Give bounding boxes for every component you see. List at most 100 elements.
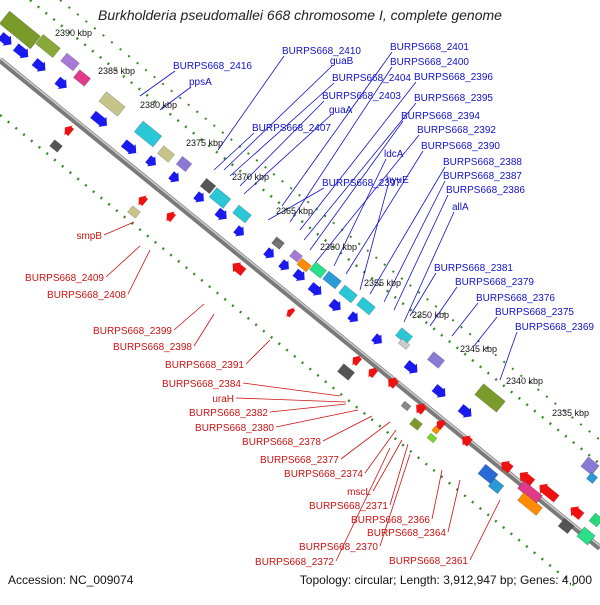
reverse-gene-label: BURPS668_2399 — [93, 326, 172, 337]
forward-feature-box — [133, 120, 163, 148]
reverse-leader-line — [242, 382, 341, 397]
chromosome-backbone — [0, 57, 600, 551]
forward-gene-arrow — [371, 333, 382, 345]
forward-gene-arrow — [307, 282, 322, 296]
reverse-gene-arrow — [368, 367, 378, 379]
forward-gene-arrow — [31, 58, 46, 72]
forward-gene-arrow — [328, 298, 341, 312]
forward-feature-box — [0, 10, 41, 50]
forward-gene-arrow — [347, 311, 358, 323]
forward-gene-label: BURPS668_2381 — [434, 263, 513, 274]
accession-text: Accession: NC_009074 — [8, 573, 134, 587]
reverse-leader-line — [275, 409, 359, 428]
reverse-leader-line — [245, 339, 271, 365]
reverse-gene-label: BURPS668_2391 — [165, 360, 244, 371]
forward-feature-box — [338, 284, 358, 304]
reverse-gene-label: BURPS668_2364 — [367, 528, 446, 539]
forward-gene-label: BURPS668_2375 — [495, 307, 574, 318]
reverse-gene-label: BURPS668_2378 — [242, 437, 321, 448]
forward-gene-label: BURPS668_2388 — [443, 157, 522, 168]
reverse-gene-label: mscL — [347, 487, 371, 498]
forward-gene-label: BURPS668_2386 — [446, 185, 525, 196]
forward-leader-line — [217, 55, 285, 151]
reverse-gene-label: BURPS668_2380 — [195, 423, 274, 434]
label-leaders — [103, 51, 518, 562]
forward-leader-line — [289, 66, 393, 223]
forward-feature-box — [426, 351, 446, 369]
forward-gene-arrow — [278, 259, 289, 271]
kbp-tick-label: 2390 kbp — [55, 28, 92, 38]
forward-feature-box — [585, 471, 599, 485]
forward-leader-line — [359, 184, 389, 291]
forward-gene-label: guaB — [330, 56, 354, 67]
forward-leader-line — [451, 302, 479, 337]
reverse-gene-arrow — [166, 211, 176, 223]
forward-leader-line — [239, 100, 325, 187]
reverse-gene-label: BURPS668_2371 — [309, 501, 388, 512]
forward-leader-line — [393, 194, 449, 311]
reverse-feature-box — [272, 238, 284, 250]
forward-leader-line — [303, 102, 417, 241]
reverse-leader-line — [193, 313, 215, 347]
forward-gene-label: BURPS668_2400 — [390, 57, 469, 68]
reverse-feature-box — [127, 205, 141, 219]
reverse-feature-box — [426, 432, 438, 444]
kbp-tick-label: 2375 kbp — [186, 138, 223, 148]
chromosome-backbone-highlight — [0, 57, 600, 547]
forward-gene-label: BURPS668_2403 — [322, 91, 401, 102]
reverse-gene-label: BURPS668_2398 — [113, 342, 192, 353]
forward-gene-arrow — [457, 404, 472, 418]
gene-labels: BURPS668_2416ppsABURPS668_2410guaBBURPS6… — [25, 42, 594, 568]
forward-gene-label: guaA — [329, 105, 353, 116]
reverse-feature-box — [517, 492, 543, 516]
forward-gene-arrow — [292, 268, 305, 282]
forward-gene-arrow — [54, 76, 67, 90]
reverse-gene-arrow — [286, 307, 296, 318]
forward-gene-arrow — [90, 110, 107, 127]
reverse-feature-box — [487, 477, 505, 495]
forward-gene-label: BURPS668_2394 — [401, 111, 480, 122]
kbp-tick-label: 2370 kbp — [232, 172, 269, 182]
reverse-feature-box — [49, 139, 63, 153]
kbp-tick-label: 2335 kbp — [552, 408, 589, 418]
forward-gene-label: hyuE — [386, 175, 409, 186]
reverse-feature-box — [557, 517, 575, 535]
forward-feature-box — [35, 33, 61, 59]
reverse-leader-line — [105, 245, 141, 278]
forward-leader-line — [333, 158, 387, 267]
reverse-leader-line — [389, 443, 409, 506]
forward-leader-line — [267, 187, 325, 221]
forward-gene-label: ldcA — [384, 149, 404, 160]
forward-feature-box — [308, 261, 328, 279]
reverse-gene-label: BURPS668_2370 — [299, 542, 378, 553]
reverse-gene-arrow — [501, 460, 514, 474]
forward-gene-arrow — [120, 139, 137, 155]
reverse-leader-line — [379, 453, 411, 547]
forward-leader-line — [345, 150, 424, 275]
reverse-gene-arrow — [519, 471, 536, 487]
forward-gene-arrow — [263, 247, 274, 259]
reverse-leader-line — [127, 249, 151, 295]
forward-gene-label: BURPS668_2379 — [455, 277, 534, 288]
forward-feature-box — [72, 69, 92, 87]
kbp-tick-label: 2350 kbp — [412, 310, 449, 320]
reverse-gene-label: BURPS668_2372 — [255, 557, 334, 568]
forward-feature-box — [394, 327, 414, 345]
reverse-gene-arrow — [232, 262, 247, 276]
forward-gene-label: ppsA — [189, 77, 212, 88]
forward-leader-line — [315, 134, 420, 263]
forward-gene-label: BURPS668_2396 — [414, 72, 493, 83]
forward-gene-label: BURPS668_2390 — [421, 141, 500, 152]
forward-gene-arrow — [233, 225, 244, 237]
forward-leader-line — [243, 114, 332, 195]
kbp-tick-label: 2380 kbp — [140, 100, 177, 110]
forward-leader-line — [309, 120, 404, 251]
reverse-leader-line — [364, 429, 397, 474]
forward-feature-box — [580, 456, 600, 476]
forward-leader-line — [409, 272, 437, 317]
forward-gene-arrow — [193, 191, 204, 203]
forward-feature-box — [156, 145, 176, 163]
forward-leader-line — [281, 51, 393, 207]
reverse-feature-box — [588, 512, 600, 528]
